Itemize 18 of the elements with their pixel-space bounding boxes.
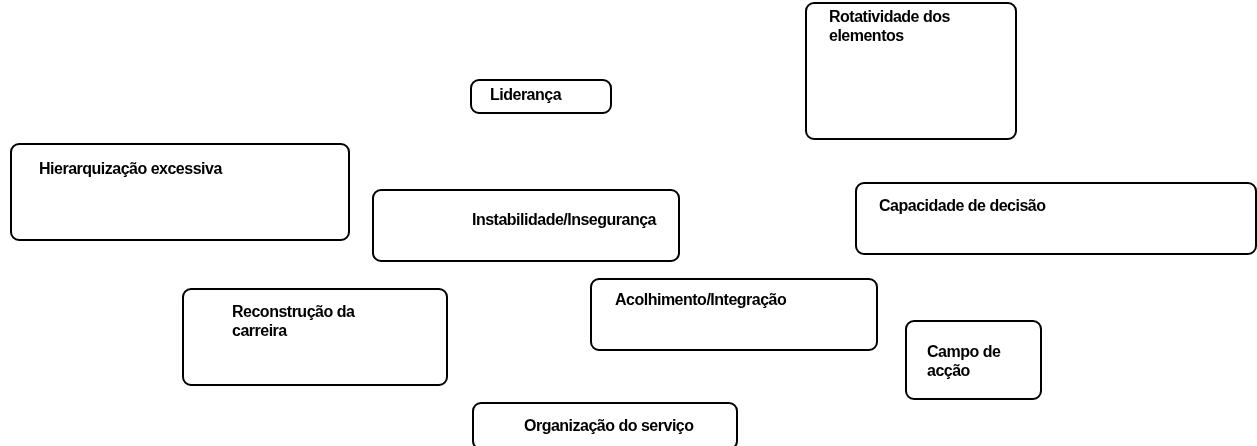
rounded-box — [472, 402, 738, 446]
rounded-box — [590, 278, 878, 351]
rounded-box — [905, 320, 1042, 400]
box-label: Rotatividade dos elementos — [829, 7, 951, 45]
box-label: Capacidade de decisão — [879, 196, 1046, 215]
rounded-box — [470, 79, 612, 114]
rounded-box — [10, 143, 350, 241]
box-label: Liderança — [490, 85, 562, 104]
rounded-box — [372, 189, 680, 262]
box-label: Reconstrução da carreira — [232, 302, 356, 340]
rounded-box — [805, 2, 1017, 140]
box-label: Acolhimento/Integração — [615, 290, 787, 309]
rounded-box — [855, 182, 1257, 255]
box-label: Instabilidade/Insegurança — [472, 210, 656, 229]
rounded-box — [182, 288, 448, 386]
box-label: Organização do serviço — [524, 416, 694, 435]
box-label: Campo de acção — [927, 342, 1002, 380]
box-label: Hierarquização excessiva — [39, 159, 222, 178]
